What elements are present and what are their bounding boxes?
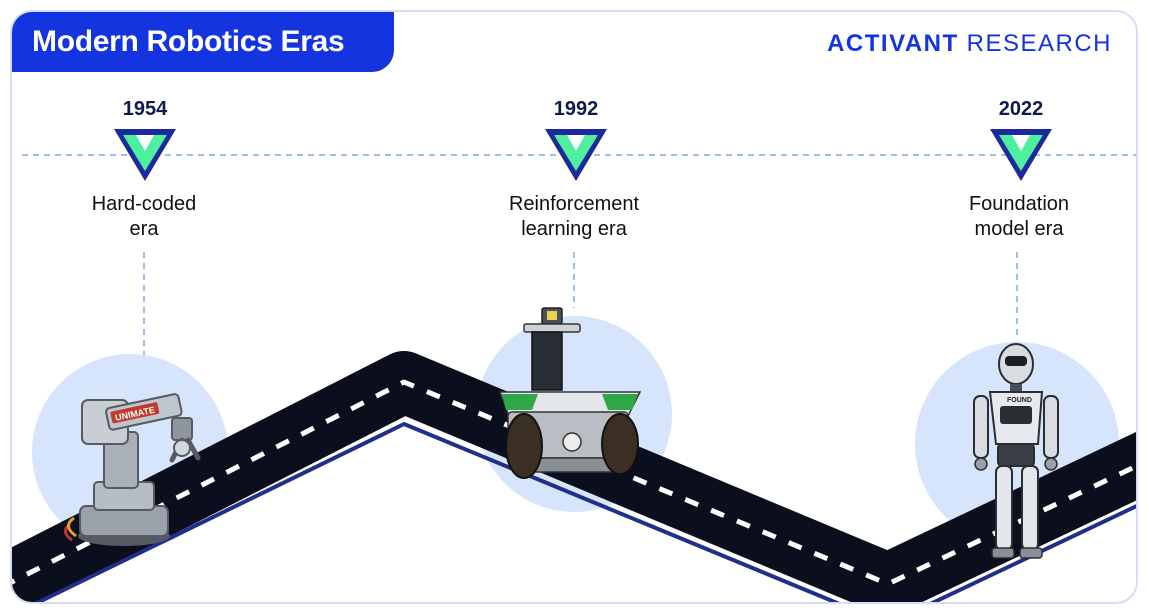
milestone-label-2: Reinforcement learning era [474,192,674,242]
era-marker-1 [114,129,176,181]
milestone-label-1: Hard-coded era [44,192,244,242]
title-banner: Modern Robotics Eras [12,12,394,72]
era-marker-3 [990,129,1052,181]
milestone-label-2-line2: learning era [521,218,627,240]
milestone-year-1: 1954 [122,98,168,120]
timeline-scene: UNIMATE FOUND [12,129,1136,602]
brand-logo: ACTIVANT RESEARCH [827,30,1112,58]
milestone-label-2-line1: Reinforcement [508,193,640,215]
era-marker-2 [545,129,607,181]
page-title: Modern Robotics Eras [32,25,345,58]
milestone-label-1-line1: Hard-coded [91,193,197,215]
milestone-label-3-line2: model era [974,218,1064,240]
humanoid-chest-label: FOUND [1007,397,1032,404]
wheeled-rover-robot-image [498,307,642,479]
milestone-label-3: Foundation model era [919,192,1119,242]
humanoid-robot-image: FOUND [973,343,1059,559]
milestone-label-1-line2: era [129,218,159,240]
milestone-label-3-line1: Foundation [968,193,1070,215]
industrial-arm-robot-image: UNIMATE [64,393,201,546]
infographic-card: UNIMATE FOUND [10,10,1138,604]
brand-secondary: RESEARCH [966,30,1112,57]
milestone-year-2: 1992 [553,98,599,120]
brand-primary: ACTIVANT [827,30,959,57]
milestone-year-3: 2022 [998,98,1044,120]
